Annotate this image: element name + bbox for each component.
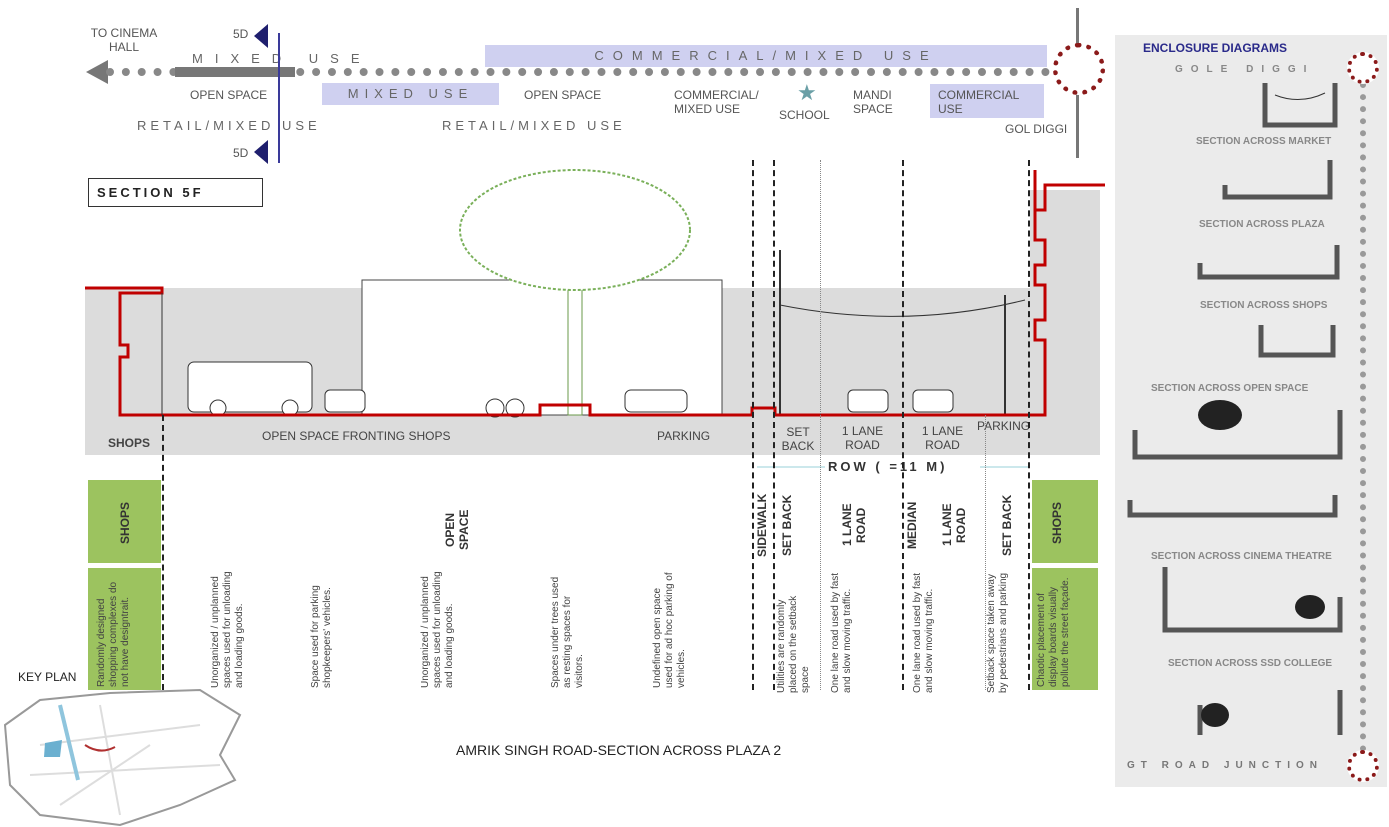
column-desc: Spaces under trees used as resting space… [550, 576, 585, 688]
column-desc: Unorganized / unplanned spaces used for … [420, 571, 455, 688]
gol-diggi-node-icon [1053, 43, 1105, 95]
open-space-label: OPEN SPACE [190, 88, 268, 102]
column-head-lane-2: 1 LANE ROAD [940, 503, 968, 547]
column-desc: Unorganized / unplanned spaces used for … [210, 571, 245, 688]
enclosure-section-label: SECTION ACROSS PLAZA [1199, 219, 1325, 230]
column-head-lane-1: 1 LANE ROAD [840, 503, 868, 547]
enclosure-diagrams [1127, 83, 1343, 735]
car-icon [324, 389, 366, 413]
van-icon [187, 361, 313, 413]
section-label-setback: SET BACK [781, 425, 815, 453]
column-desc: Undefined open space used for ad hoc par… [652, 572, 687, 688]
enclosure-gole-diggi [1262, 83, 1338, 128]
column-head-sidewalk: SIDEWALK [755, 493, 769, 557]
section-label-shops: SHOPS [108, 436, 151, 450]
shops-desc-box [88, 568, 161, 690]
street-section-drawing [85, 169, 1105, 468]
section-marker-label: 5D [233, 27, 249, 41]
car-icon [912, 389, 954, 413]
column-desc: Chaotic placement of display boards visu… [1036, 577, 1071, 687]
section-marker-icon [254, 24, 268, 48]
route-highlight [175, 67, 295, 77]
arrow-left-icon [86, 60, 108, 84]
car-icon [624, 389, 688, 413]
section-marker-label: 5D [233, 146, 249, 160]
section-label-parking-2: PARKING [977, 419, 1031, 433]
row-dimension: ROW ( =11 M) [828, 459, 948, 474]
section-label-parking: PARKING [657, 429, 711, 443]
column-desc: Randomly designed shopping complexes do … [96, 581, 131, 687]
section-label-open-space: OPEN SPACE FRONTING SHOPS [262, 429, 451, 443]
divider [985, 415, 986, 690]
section-title: SECTION 5F [88, 178, 263, 207]
star-icon: ★ [797, 80, 817, 105]
enclosure-plaza [1197, 245, 1340, 280]
enclosure-start: GOLE DIGGI [1175, 64, 1315, 75]
enclosure-section-label: SECTION ACROSS OPEN SPACE [1151, 383, 1309, 394]
commercial-mixed-use-label: COMMERCIAL/ MIXED USE [674, 88, 759, 116]
section-label-lane-2: 1 LANE ROAD [921, 424, 964, 452]
section-cut-line [278, 33, 280, 163]
column-head-open-space: OPEN SPACE [443, 509, 471, 551]
enclosure-section-label: SECTION ACROSS SHOPS [1200, 300, 1328, 311]
enclosure-extra [1127, 495, 1338, 518]
retail-mixed-use-label-2: RETAIL/MIXED USE [442, 118, 626, 133]
column-desc: Utilities are randomly placed on the set… [776, 595, 811, 693]
column-head-setback: SET BACK [780, 494, 794, 556]
shops-head-box [88, 480, 161, 563]
column-head-shops: SHOPS [118, 501, 132, 544]
column-head-median: MEDIAN [905, 501, 919, 549]
gol-diggi-node-icon [1347, 52, 1379, 84]
column-desc: One lane road used by fast and slow movi… [830, 572, 853, 693]
enclosure-market [1222, 160, 1333, 200]
mixed-use-band: MIXED USE [322, 83, 499, 105]
tree-icon [1201, 703, 1229, 727]
divider [820, 160, 821, 690]
enclosure-cinema [1162, 567, 1343, 633]
divider [1028, 160, 1030, 690]
divider [902, 160, 904, 690]
shops-desc-box [1032, 568, 1098, 690]
mixed-use-label: MIXED USE [192, 51, 372, 66]
gt-road-node-icon [1347, 750, 1379, 782]
commercial-mixed-use-band: COMMERCIAL/MIXED USE [485, 45, 1047, 67]
enclosure-ssd-college [1197, 690, 1343, 735]
divider [773, 160, 775, 690]
divider [162, 415, 164, 690]
divider [752, 160, 754, 690]
commercial-use-band: COMMERCIAL USE [930, 84, 1044, 118]
route-line [106, 68, 1050, 76]
shops-head-box [1032, 480, 1098, 563]
section-wall-line [85, 183, 1105, 417]
column-desc: Setback space taken away by pedestrians … [986, 572, 1009, 693]
column-desc: One lane road used by fast and slow movi… [912, 572, 935, 693]
enclosure-section-label: SECTION ACROSS SSD COLLEGE [1168, 658, 1333, 669]
tree-icon [459, 169, 691, 416]
tree-icon [1198, 400, 1242, 430]
school-label: SCHOOL [779, 108, 830, 122]
enclosure-section-label: SECTION ACROSS CINEMA THEATRE [1151, 551, 1332, 562]
gol-diggi-label: GOL DIGGI [1005, 122, 1068, 136]
tree-icon [1295, 595, 1325, 619]
bicycle-icon [485, 398, 505, 418]
car-icon [847, 389, 889, 413]
section-label-lane-1: 1 LANE ROAD [841, 424, 884, 452]
to-cinema-hall-label: TO CINEMA HALL [90, 26, 158, 54]
enclosure-shops [1258, 325, 1336, 358]
enclosure-open-space [1132, 410, 1343, 460]
column-head-setback-2: SET BACK [1000, 494, 1014, 556]
enclosure-route [1360, 82, 1366, 752]
enclosure-section-label: SECTION ACROSS MARKET [1196, 136, 1332, 147]
enclosure-end: GT ROAD JUNCTION [1127, 760, 1323, 771]
mandi-space-label: MANDI SPACE [853, 88, 893, 116]
key-plan-label: KEY PLAN [18, 670, 77, 684]
column-head-shops-2: SHOPS [1050, 501, 1064, 544]
open-space-label-2: OPEN SPACE [524, 88, 602, 102]
caption: AMRIK SINGH ROAD-SECTION ACROSS PLAZA 2 [456, 742, 782, 758]
enclosure-title: ENCLOSURE DIAGRAMS [1143, 41, 1288, 55]
section-marker-icon [254, 140, 268, 164]
key-plan-map [3, 688, 242, 827]
retail-mixed-use-label: RETAIL/MIXED USE [137, 118, 321, 133]
column-desc: Space used for parking shopkeepers' vehi… [310, 585, 333, 688]
